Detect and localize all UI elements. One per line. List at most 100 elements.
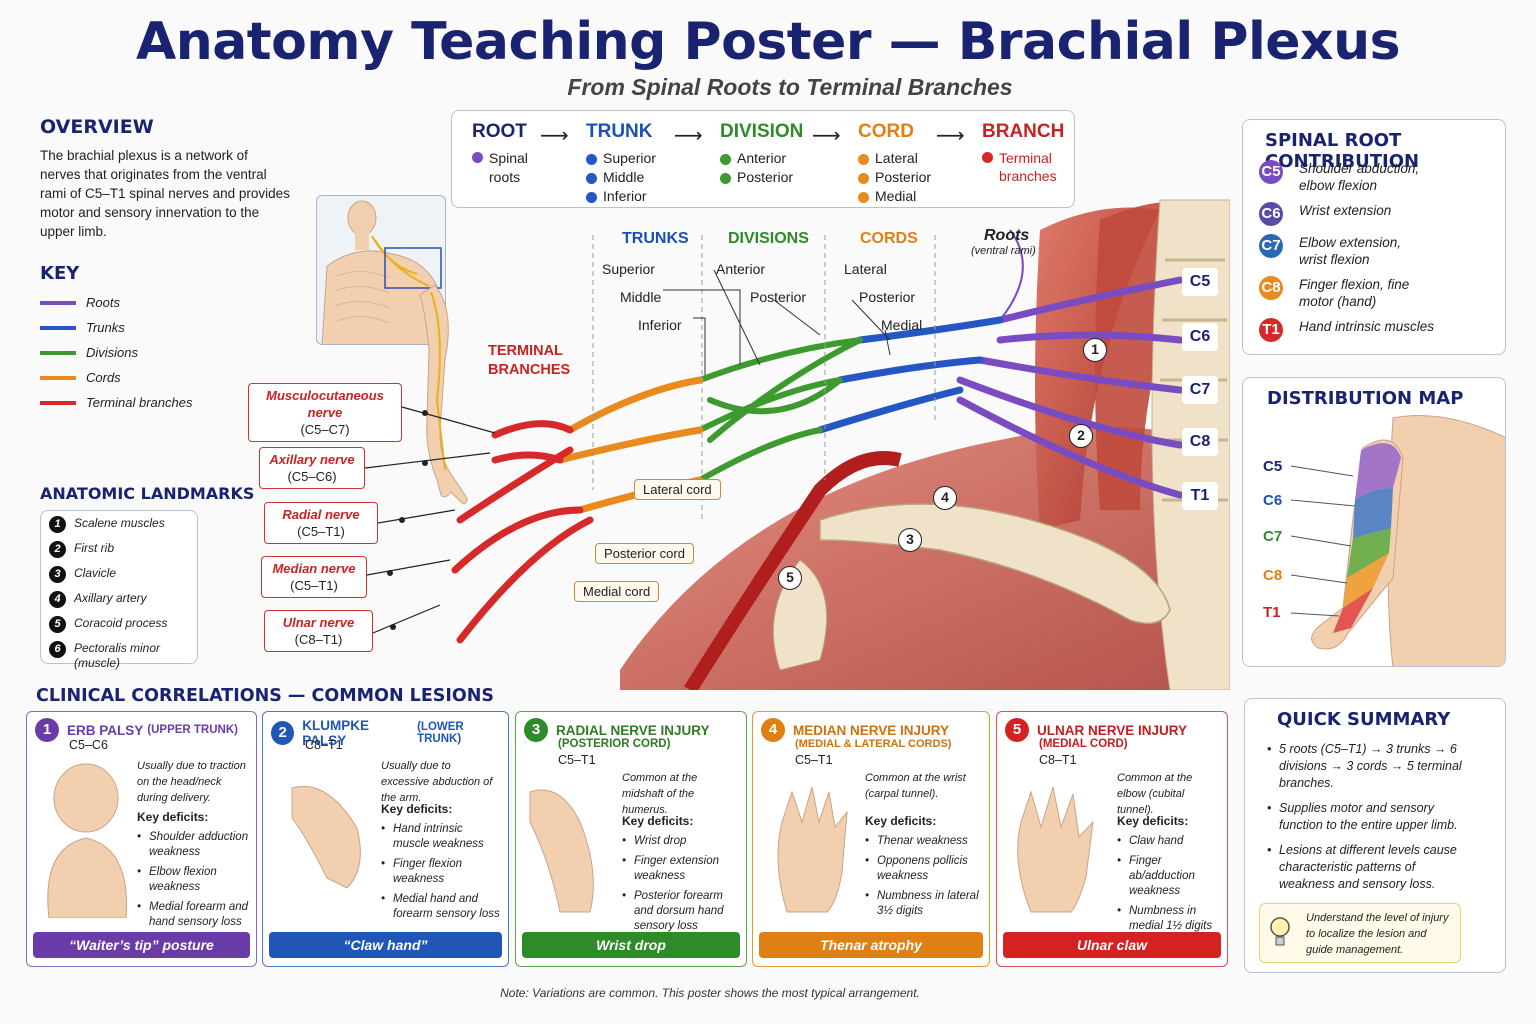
footnote: Note: Variations are common. This poster… [500,986,920,1000]
flow-trunk: TRUNK Superior Middle Inferior [586,121,656,204]
flow-root: ROOT Spinal roots [472,121,528,185]
lightbulb-icon [1270,917,1290,946]
sign-banner: “Claw hand” [269,932,502,958]
sign-banner: “Waiter’s tip” posture [33,932,250,958]
lateral-cord-label: Lateral cord [634,479,721,500]
wrist-drop-illustration [529,789,594,913]
dermatome-arm-illustration [1290,415,1505,666]
torso-illustration [321,200,445,344]
clinical-heading: CLINICAL CORRELATIONS — COMMON LESIONS [36,686,495,706]
flow-branch: BRANCH Terminal branches [982,121,1065,184]
hierarchy-flow: ROOT Spinal roots ⟶ TRUNK Superior Middl… [451,110,1075,208]
distribution-map-panel: DISTRIBUTION MAP C5 C6 C7 C8 T1 [1242,377,1506,667]
trunks-nerves [816,316,1004,434]
posterior-cord-label: Posterior cord [595,543,694,564]
divisions-nerves [697,337,863,483]
nerve-tag-musculocutaneous[interactable]: Musculocutaneous nerve(C5–C7) [248,383,402,442]
trunk-label-inferior: Inferior [638,317,682,333]
median-hand-illustration [777,786,848,913]
root-label-c6: C6 [1182,323,1218,351]
dermatome-c6: C6 [1263,492,1283,509]
sign-banner: Thenar atrophy [759,932,983,958]
arrow-icon: ⟶ [936,125,965,147]
nerve-tag-radial[interactable]: Radial nerve(C5–T1) [264,502,378,544]
quick-summary-panel: QUICK SUMMARY 5 roots (C5–T1) → 3 trunks… [1244,698,1506,973]
nerve-tag-ulnar[interactable]: Ulnar nerve(C8–T1) [264,610,373,652]
landmark-marker-4: 4 [933,486,957,510]
torso-thumbnail [316,195,446,345]
page-title: Anatomy Teaching Poster — Brachial Plexu… [135,12,1401,72]
summary-heading: QUICK SUMMARY [1277,709,1451,730]
flow-cord: CORD Lateral Posterior Medial [858,121,932,204]
dermatome-t1: T1 [1263,604,1281,621]
overview-text: The brachial plexus is a network of nerv… [40,148,290,239]
landmark-marker-2: 2 [1069,424,1093,448]
landmark-marker-5: 5 [778,566,802,590]
trunk-label-middle: Middle [620,289,662,305]
key-item-divisions: Divisions [40,340,192,365]
root-label-c7: C7 [1182,376,1218,404]
sign-banner: Wrist drop [522,932,740,958]
root-label-c5: C5 [1182,268,1218,296]
cord-label-medial: Medial [881,317,923,333]
ulnar-claw-illustration [1017,786,1094,913]
key-item-trunks: Trunks [40,315,192,340]
division-label-posterior: Posterior [750,289,807,305]
root-label-c8: C8 [1182,428,1218,456]
distribution-heading: DISTRIBUTION MAP [1267,388,1464,409]
nerve-tag-axillary[interactable]: Axillary nerve(C5–C6) [259,447,365,489]
overview-heading: OVERVIEW [40,116,154,138]
landmarks-heading: ANATOMIC LANDMARKS [40,484,255,503]
roots-nerves [956,276,1184,499]
claw-hand-illustration [291,785,361,889]
key-item-cords: Cords [40,365,192,390]
nerve-tag-leaders [364,406,496,634]
medial-cord-label: Medial cord [574,581,660,602]
landmark-marker-3: 3 [898,528,922,552]
plexus-illustration [451,199,1230,690]
roots-subtitle: (ventral rami) [971,245,1036,257]
terminal-branches-label: TERMINAL BRANCHES [488,343,571,378]
dermatome-c5: C5 [1263,458,1283,475]
root-label-t1: T1 [1182,482,1218,510]
terminal-nerves [451,420,594,644]
spinal-root-heading: SPINAL ROOT CONTRIBUTION [1265,130,1420,172]
key-item-branches: Terminal branches [40,390,192,415]
key-item-roots: Roots [40,290,192,315]
nerve-tag-median[interactable]: Median nerve(C5–T1) [261,556,367,598]
trunk-label-superior: Superior [602,261,655,277]
key-heading: KEY [40,263,80,284]
dermatome-c7: C7 [1263,528,1283,545]
arm-illustration [419,284,468,505]
flow-division: DIVISION Anterior Posterior [720,121,804,185]
roots-title: Roots [984,227,1030,244]
summary-list: 5 roots (C5–T1) → 3 trunks → 6 divisions… [1267,741,1467,898]
col-trunks: TRUNKS [622,230,689,247]
col-divisions: DIVISIONS [728,230,809,247]
arrow-icon: ⟶ [812,125,841,147]
sign-banner: Ulnar claw [1003,932,1221,958]
page-subtitle: From Spinal Roots to Terminal Branches [567,74,1013,100]
infant-illustration [47,763,127,918]
tip-box: Understand the level of injury to locali… [1259,903,1461,963]
col-cords: CORDS [860,230,918,247]
axillary-artery [684,451,902,690]
arrow-icon: ⟶ [540,125,569,147]
arrow-icon: ⟶ [674,125,703,147]
landmark-marker-1: 1 [1083,338,1107,362]
